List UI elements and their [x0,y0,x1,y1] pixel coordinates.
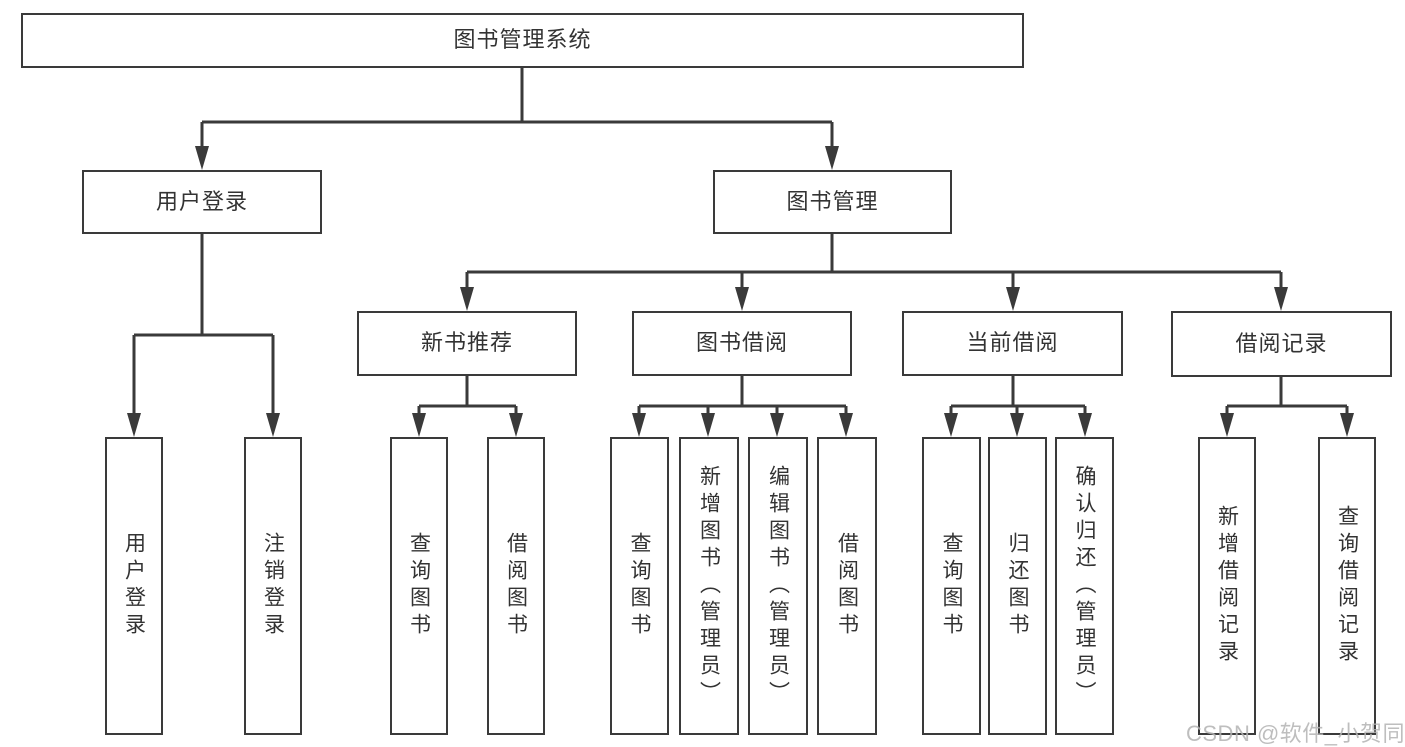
arrowhead-icon [735,287,749,311]
node-borrow-records: 借阅记录 [1171,311,1392,377]
arrowhead-icon [266,413,280,437]
arrowhead-icon [632,413,646,437]
connector-path [132,68,1349,419]
node-leaf-login: 用户登录 [105,437,163,735]
arrowhead-icon [825,146,839,170]
node-leaf-cb-query: 查询图书 [922,437,981,735]
node-leaf-bb-query: 查询图书 [610,437,669,735]
node-leaf-br-query: 查询借阅记录 [1318,437,1376,735]
node-leaf-bb-add: 新增图书（管理员） [679,437,739,735]
node-book-borrow: 图书借阅 [632,311,852,376]
node-leaf-cb-confirm: 确认归还（管理员） [1055,437,1114,735]
node-user-login: 用户登录 [82,170,322,234]
arrowhead-icon [1340,413,1354,437]
arrowhead-icon [412,413,426,437]
arrowhead-icon [1220,413,1234,437]
node-leaf-logout: 注销登录 [244,437,302,735]
arrowhead-icon [944,413,958,437]
node-book-mgmt: 图书管理 [713,170,952,234]
watermark: CSDN @软件_小贺同学 [1186,721,1405,746]
node-leaf-bb-borrow: 借阅图书 [817,437,877,735]
arrowhead-icon [1078,413,1092,437]
arrowhead-icon [770,413,784,437]
arrowhead-icon [1010,413,1024,437]
node-current-borrow: 当前借阅 [902,311,1123,376]
arrowhead-icon [701,413,715,437]
arrowhead-icon [839,413,853,437]
arrowhead-icon [127,413,141,437]
arrowhead-icon [460,287,474,311]
node-new-books: 新书推荐 [357,311,577,376]
node-leaf-nb-borrow: 借阅图书 [487,437,545,735]
node-leaf-nb-query: 查询图书 [390,437,448,735]
arrowhead-icon [195,146,209,170]
arrowhead-icon [1006,287,1020,311]
node-leaf-br-add: 新增借阅记录 [1198,437,1256,735]
node-leaf-cb-return: 归还图书 [988,437,1047,735]
node-leaf-bb-edit: 编辑图书（管理员） [748,437,808,735]
arrowhead-icon [509,413,523,437]
arrowhead-icon [1274,287,1288,311]
node-root: 图书管理系统 [21,13,1024,68]
